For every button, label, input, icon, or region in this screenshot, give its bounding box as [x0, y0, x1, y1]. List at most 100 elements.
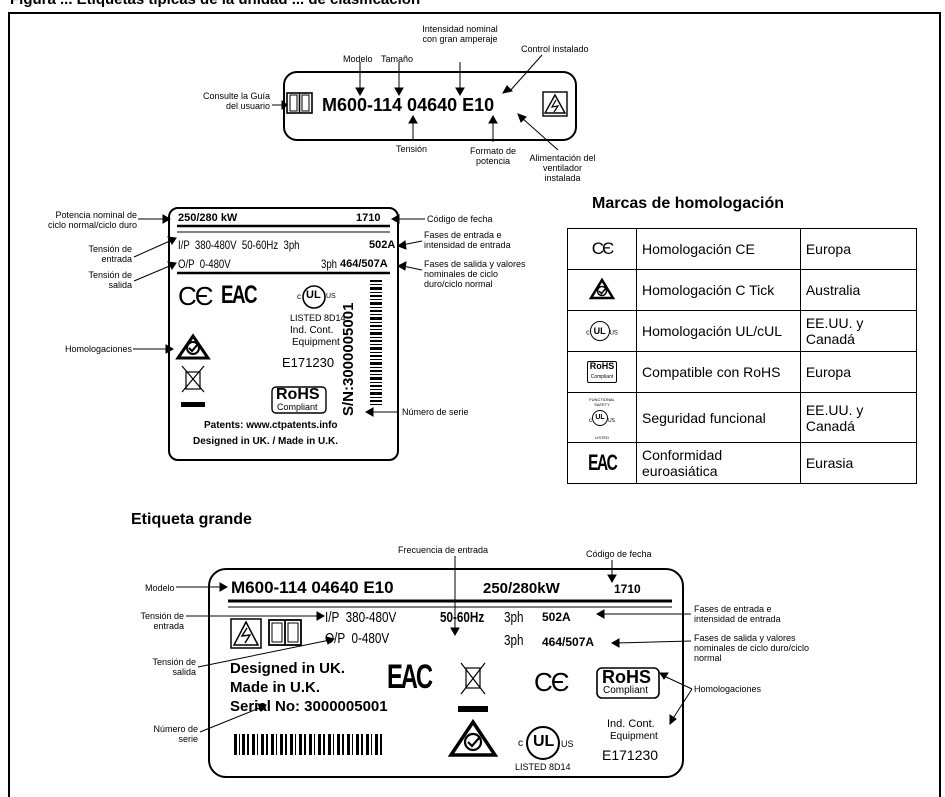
rating-equipment: Equipment	[292, 337, 340, 348]
user-guide-caption: Consulte la Guía del usuario	[202, 91, 270, 111]
approvals-table: CЄ Homologación CE Europa Homologación C…	[567, 228, 918, 485]
ul-text: UL	[533, 733, 555, 750]
rating-ind-cont: Ind. Cont.	[290, 325, 334, 336]
table-row: EAC Conformidad euroasiática Eurasia	[567, 442, 918, 485]
large-designed: Designed in UK.	[230, 660, 346, 677]
approval-region: Australia	[799, 269, 918, 311]
rating-rohs: RoHS	[276, 386, 320, 403]
annotation-fases-entrada-grande: Fases de entrada e intensidad de entrada	[694, 604, 781, 624]
approval-name: Homologación UL/cUL	[636, 310, 801, 352]
approval-region: EE.UU. y Canadá	[799, 391, 918, 444]
figure-caption-cropped: Figura ... Etiquetas típicas de la unida…	[0, 0, 945, 12]
annotation-codigo-fecha-grande: Código de fecha	[586, 549, 652, 559]
rating-label	[168, 207, 399, 461]
rating-output-phase: 3ph	[321, 257, 338, 271]
c-tick-icon	[175, 333, 211, 360]
large-listed: LISTED 8D14	[515, 762, 571, 772]
approval-region: Eurasia	[799, 442, 918, 485]
large-output-current: 464/507A	[542, 635, 595, 649]
electrical-warning-icon	[542, 91, 568, 117]
book-icon	[268, 619, 302, 646]
ce-mark-icon: CЄ	[534, 667, 569, 697]
rating-compliant: Compliant	[277, 402, 318, 412]
large-power: 250/280kW	[483, 580, 560, 597]
approval-region: Europa	[799, 351, 918, 393]
large-date-code: 1710	[614, 582, 641, 596]
eac-mark-icon: EAC	[387, 658, 433, 696]
annotation-fases-entrada: Fases de entrada e intensidad de entrada	[424, 230, 511, 250]
annotation-frecuencia: Frecuencia de entrada	[398, 545, 489, 555]
eac-mark-icon: EAC	[567, 442, 637, 485]
large-label	[208, 568, 684, 778]
large-ind-cont: Ind. Cont.	[607, 718, 655, 730]
large-input: I/P 380-480V	[325, 609, 397, 626]
figure-frame	[8, 12, 941, 797]
large-model: M600-114 04640 E10	[231, 578, 394, 597]
large-made: Made in U.K.	[230, 679, 321, 696]
weee-bin-icon	[458, 662, 488, 712]
rating-e-number: E171230	[282, 355, 335, 370]
annotation-potencia: Potencia nominal de ciclo normal/ciclo d…	[47, 210, 137, 230]
large-input-current: 502A	[542, 610, 571, 624]
table-row: CЄ Homologación CE Europa	[567, 228, 918, 270]
ul-mark-icon	[302, 285, 326, 309]
large-compliant: Compliant	[603, 685, 649, 696]
annotation-tension-salida-grande: Tensión de salida	[152, 657, 196, 677]
eac-mark-icon: EAC	[221, 281, 258, 309]
approval-region: Europa	[799, 228, 918, 270]
annotation-tension-entrada-grande: Tensión de entrada	[140, 611, 184, 631]
large-output-phase: 3ph	[504, 632, 524, 649]
rating-date-code: 1710	[356, 212, 381, 224]
annotation-homologaciones: Homologaciones	[64, 344, 132, 354]
model-code: M600-114 04640 E10	[322, 95, 495, 115]
c-tick-icon	[447, 718, 499, 757]
annotation-fases-salida-grande: Fases de salida y valores nominales de c…	[694, 633, 810, 663]
rating-patents: Patents: www.ctpatents.info	[204, 420, 338, 431]
approval-name: Homologación CE	[636, 228, 801, 270]
approval-name: Conformidad euroasiática	[636, 442, 801, 485]
annotation-numero-serie: Número de serie	[402, 407, 469, 417]
approvals-title: Marcas de homologación	[592, 195, 785, 212]
annotation-fases-salida: Fases de salida y valores nominales de c…	[424, 259, 526, 289]
barcode-vertical	[370, 280, 382, 405]
annotation-tension-salida: Tensión de salida	[88, 270, 132, 290]
annotation-homologaciones-grande: Homologaciones	[694, 684, 762, 694]
weee-bin-icon	[181, 365, 205, 407]
annotation-tension-entrada: Tensión de entrada	[88, 244, 132, 264]
annotation-modelo-grande: Modelo	[145, 583, 175, 593]
annotation-control: Control instalado	[521, 44, 589, 54]
annotation-tamano: Tamaño	[381, 54, 414, 64]
large-e-number: E171230	[602, 747, 659, 763]
large-output: O/P 0-480V	[325, 630, 390, 647]
ce-mark-icon: CЄ	[178, 281, 213, 311]
annotation-modelo: Modelo	[343, 54, 373, 64]
large-input-phase: 3ph	[504, 609, 524, 626]
large-frequency: 50-60Hz	[440, 609, 485, 626]
approval-name: Compatible con RoHS	[636, 351, 801, 393]
approval-name: Homologación C Tick	[636, 269, 801, 311]
c-tick-icon	[567, 269, 637, 311]
annotation-codigo-fecha: Código de fecha	[427, 214, 493, 224]
large-rohs: RoHS	[602, 667, 651, 687]
annotation-tension: Tensión	[396, 144, 428, 154]
rating-output-line: O/P 0-480V	[178, 257, 231, 271]
book-icon	[286, 92, 313, 114]
rating-power: 250/280 kW	[178, 212, 238, 224]
approval-region: EE.UU. y Canadá	[799, 310, 918, 352]
annotation-alimentacion: Alimentación del ventilador instalada	[529, 153, 596, 183]
table-row: Homologación C Tick Australia	[567, 269, 918, 311]
ul-us-suffix: US	[561, 739, 574, 749]
electrical-warning-icon	[230, 618, 262, 649]
large-label-title: Etiqueta grande	[131, 511, 252, 528]
rating-listed: LISTED 8D14	[290, 313, 346, 323]
annotation-intensidad: Intensidad nominal con gran amperaje	[422, 24, 498, 44]
ul-c-prefix: c	[297, 292, 301, 301]
rating-output-current: 464/507A	[340, 258, 388, 270]
